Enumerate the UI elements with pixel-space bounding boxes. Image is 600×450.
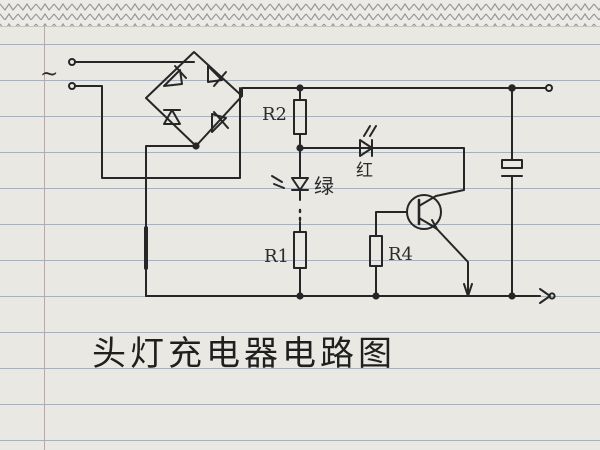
- r2-label: R2: [262, 104, 288, 125]
- ruled-line: [0, 44, 600, 45]
- bridge-rectifier: [145, 51, 243, 150]
- bridge-outline: [145, 51, 243, 147]
- positive-rail: [241, 87, 513, 97]
- wire: [435, 189, 465, 197]
- r4-label: R4: [388, 244, 414, 265]
- zigzag-border: [0, 0, 600, 26]
- resistor-r4: [369, 235, 383, 267]
- led-green: [271, 175, 309, 191]
- junction-dot: [508, 292, 516, 300]
- diode: [211, 111, 229, 133]
- resistor-r2: [293, 99, 307, 135]
- diode: [163, 109, 181, 125]
- ruled-line: [0, 116, 600, 117]
- resistor-r1: [293, 231, 307, 269]
- led-red-label: 红: [356, 161, 373, 181]
- ruled-line: [0, 260, 600, 261]
- ruled-line: [0, 368, 600, 369]
- wire: [299, 147, 465, 191]
- diagram-title: 头灯充电器电路图: [92, 334, 396, 374]
- wire: [145, 145, 197, 297]
- wire: [74, 85, 241, 179]
- capacitor-plate: [501, 159, 523, 169]
- ruled-line: [0, 404, 600, 405]
- junction-dot: [296, 292, 304, 300]
- output-terminal: [548, 292, 556, 300]
- wire: [375, 211, 408, 237]
- led-red: [359, 125, 377, 157]
- r1-label: R1: [264, 246, 290, 267]
- transistor-body: [406, 194, 442, 230]
- margin-line: [44, 26, 45, 450]
- ruled-line: [0, 80, 600, 81]
- junction-dot: [372, 292, 380, 300]
- ruled-line: [0, 440, 600, 441]
- diode: [207, 65, 227, 87]
- ac-symbol-label: ~: [40, 62, 59, 87]
- diode: [163, 65, 187, 87]
- transistor: [406, 194, 442, 230]
- ac-input-terminals: [68, 58, 241, 179]
- output-terminal: [545, 84, 553, 92]
- ruled-line: [0, 332, 600, 333]
- led-green-label: 绿: [314, 174, 334, 198]
- wire: [435, 227, 469, 297]
